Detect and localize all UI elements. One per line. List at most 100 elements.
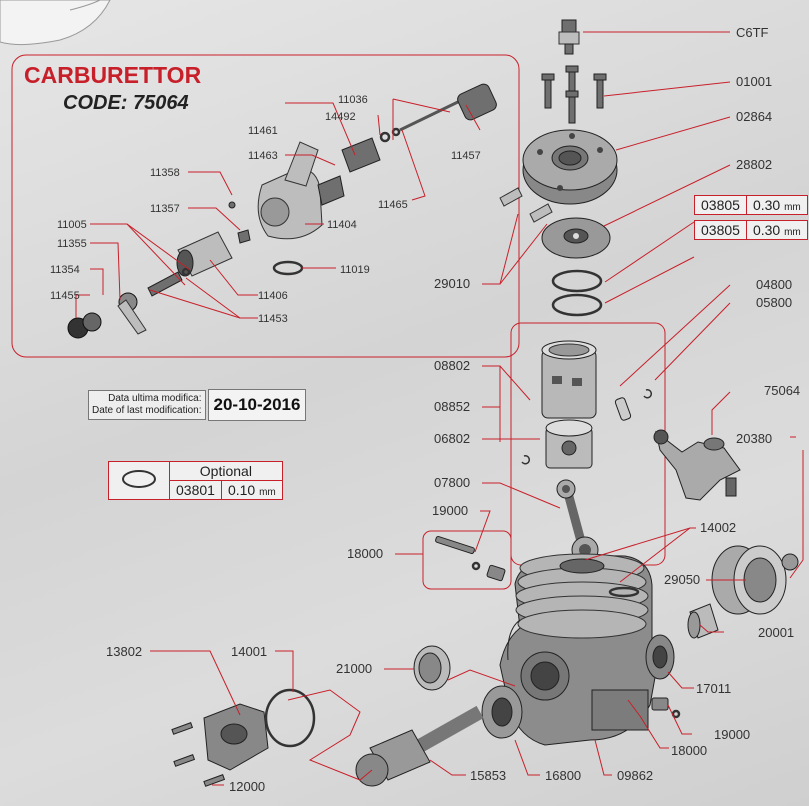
carb-leaders-right <box>711 391 804 579</box>
label-11455: 11455 <box>50 290 80 302</box>
drive-washer-20001 <box>687 603 719 639</box>
carb-assembly-75064 <box>653 429 741 501</box>
bearing-17011 <box>645 634 675 680</box>
label-18000-top: 18000 <box>347 546 383 561</box>
label-12000: 12000 <box>229 779 265 794</box>
head-gasket-2 <box>551 293 603 317</box>
fittings-29010 <box>499 187 553 223</box>
modification-labels: Data ultima modifica: Date of last modif… <box>88 390 206 420</box>
label-28802: 28802 <box>736 157 772 172</box>
shim-1-thickness-cell: 0.30 mm <box>745 195 808 215</box>
modification-label-en: Date of last modification: <box>92 405 202 416</box>
label-15853: 15853 <box>470 768 506 783</box>
label-09862: 09862 <box>617 768 653 783</box>
conrod <box>556 479 599 564</box>
oring-14001 <box>264 688 316 748</box>
shim-1-unit: mm <box>784 202 801 213</box>
shim-table-1: 03805 0.30 mm <box>694 195 808 215</box>
shim-2-thickness: 0.30 <box>752 222 781 238</box>
label-11404: 11404 <box>327 219 357 231</box>
label-11406: 11406 <box>258 290 288 302</box>
rear-cover-13802 <box>203 703 269 771</box>
label-17011: 17011 <box>696 681 731 696</box>
label-11355: 11355 <box>57 238 87 250</box>
label-11358: 11358 <box>150 167 180 179</box>
crankcase <box>499 553 661 746</box>
modification-label-it: Data ultima modifica: <box>108 393 202 404</box>
label-29010: 29010 <box>434 276 470 291</box>
cover-screws-12000 <box>171 722 226 787</box>
label-11357: 11357 <box>150 203 180 215</box>
label-16800: 16800 <box>545 768 581 783</box>
shim-table-2: 03805 0.30 mm <box>694 220 808 240</box>
gasket-icon <box>122 470 156 488</box>
label-14001: 14001 <box>231 644 267 659</box>
optional-header: Optional <box>169 461 283 481</box>
label-c6tf: C6TF <box>736 25 769 40</box>
optional-code: 03801 <box>169 480 222 500</box>
label-04800: 04800 <box>756 277 792 292</box>
shim-2-thickness-cell: 0.30 mm <box>745 220 808 240</box>
head-gasket-1 <box>551 269 603 293</box>
label-08852: 08852 <box>434 399 470 414</box>
needle-valve-group <box>379 83 497 143</box>
label-11453: 11453 <box>258 313 288 325</box>
label-75064: 75064 <box>764 383 800 398</box>
bearing-16800 <box>481 685 523 739</box>
head-leaders <box>482 31 731 387</box>
cylinder-head <box>522 129 618 205</box>
label-11465: 11465 <box>378 199 408 211</box>
crankcase-leaders <box>150 527 746 786</box>
optional-thickness-cell: 0.10 mm <box>220 480 283 500</box>
shim-2-unit: mm <box>784 227 801 238</box>
shim-2-code: 03805 <box>694 220 747 240</box>
label-13802: 13802 <box>106 644 142 659</box>
carburettor-title: CARBURETTOR <box>24 62 202 88</box>
label-11461: 11461 <box>248 125 278 137</box>
clip-left <box>521 455 531 465</box>
wrist-pin-frame <box>422 530 512 590</box>
cylinder-liner <box>541 340 597 419</box>
label-14002: 14002 <box>700 520 736 535</box>
head-screws <box>541 65 607 124</box>
carb-oring <box>272 260 304 276</box>
piston <box>545 419 593 469</box>
shim-1-code: 03805 <box>694 195 747 215</box>
label-20001: 20001 <box>758 625 794 640</box>
optional-unit: mm <box>259 487 276 498</box>
piston-leaders <box>395 365 561 555</box>
gasket-14002 <box>608 586 640 598</box>
label-07800: 07800 <box>434 475 470 490</box>
label-18000-bottom: 18000 <box>671 743 707 758</box>
part-labels: C6TF 01001 02864 28802 04800 05800 75064… <box>50 25 800 794</box>
label-02864: 02864 <box>736 109 772 124</box>
optional-gasket-cell <box>108 461 170 500</box>
carburettor-frame <box>11 54 520 358</box>
label-01001: 01001 <box>736 74 772 89</box>
label-19000-bottom: 19000 <box>714 727 750 742</box>
wrist-pin-04800 <box>614 397 632 421</box>
modification-date: 20-10-2016 <box>207 389 307 421</box>
modification-date-block: Data ultima modifica: Date of last modif… <box>88 389 307 421</box>
label-06802: 06802 <box>434 431 470 446</box>
label-11354: 11354 <box>50 264 80 276</box>
carb-leaders <box>75 98 481 319</box>
label-11463: 11463 <box>248 150 278 162</box>
carburettor-code: CODE: 75064 <box>63 92 189 114</box>
label-11457: 11457 <box>451 150 481 162</box>
label-11036: 11036 <box>338 94 368 106</box>
clip-05800 <box>643 389 653 399</box>
head-insert <box>541 217 611 259</box>
label-11005: 11005 <box>57 219 87 231</box>
label-21000: 21000 <box>336 661 372 676</box>
wrist-pin-set-bottom <box>651 697 681 719</box>
shim-1-thickness: 0.30 <box>752 197 781 213</box>
optional-thickness: 0.10 <box>227 482 256 498</box>
label-08802: 08802 <box>434 358 470 373</box>
label-05800: 05800 <box>756 295 792 310</box>
label-11019: 11019 <box>340 264 370 276</box>
glow-plug <box>558 19 580 55</box>
label-29050: 29050 <box>664 572 700 587</box>
